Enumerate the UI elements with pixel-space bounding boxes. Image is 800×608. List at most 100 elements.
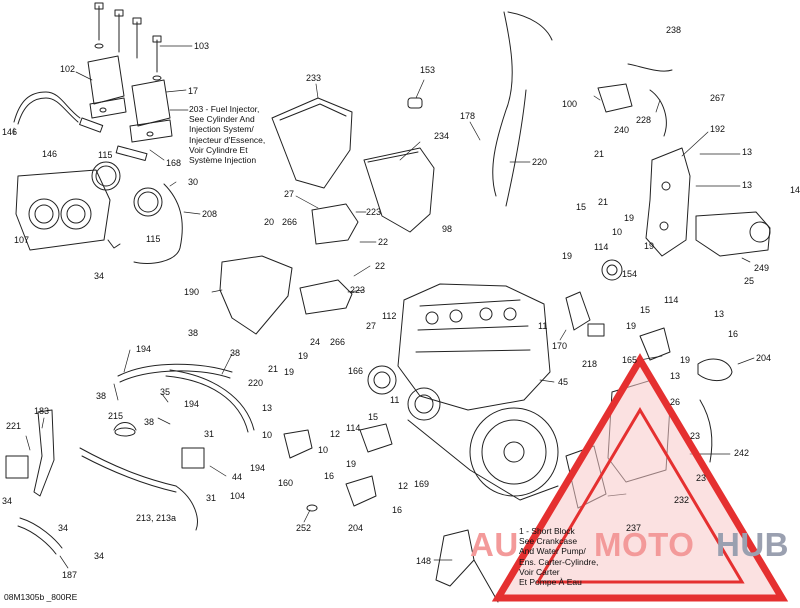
note-line: Voir Cylindre Et (189, 144, 248, 155)
callout-215: 215 (108, 411, 124, 421)
callout-10: 10 (612, 227, 623, 237)
callout-183: 183 (34, 406, 50, 416)
callout-19: 19 (284, 367, 295, 377)
note-line: Et Pompe À Eau (519, 577, 582, 588)
callout-19: 19 (644, 241, 655, 251)
callout-218: 218 (582, 359, 598, 369)
callout-232: 232 (674, 495, 690, 505)
callout-223: 223 (366, 207, 382, 217)
callout-103: 103 (194, 41, 210, 51)
callout-170: 170 (552, 341, 568, 351)
callout-233: 233 (306, 73, 322, 83)
callout-154: 154 (622, 269, 638, 279)
throttle-body (15, 161, 183, 264)
fuel-injector-note: 203 - Fuel Injector, See Cylinder And In… (189, 104, 265, 165)
callout-153: 153 (420, 65, 436, 75)
note-line: See Crankcase (519, 536, 578, 547)
callout-19: 19 (680, 355, 691, 365)
document-id: 08M1305b _800RE (4, 592, 78, 602)
callout-146: 146 (42, 149, 58, 159)
callout-13: 13 (670, 371, 681, 381)
ignition-coils (87, 55, 173, 143)
callout-21: 21 (594, 149, 605, 159)
injector-bolts (94, 2, 162, 81)
cable-178 (492, 11, 513, 197)
callout-228: 228 (636, 115, 652, 125)
note-line: Injecteur d'Essence, (189, 134, 266, 145)
callout-34: 34 (2, 496, 13, 506)
callout-204: 204 (756, 353, 772, 363)
callout-220: 220 (248, 378, 264, 388)
callout-114: 114 (346, 423, 361, 433)
callout-34: 34 (58, 523, 69, 533)
callout-165: 165 (622, 355, 638, 365)
injector-rail (219, 203, 359, 335)
callout-17: 17 (188, 86, 199, 96)
callout-22: 22 (375, 261, 386, 271)
watermark-triangle (491, 353, 789, 602)
callout-31: 31 (206, 493, 217, 503)
callout-11: 11 (390, 395, 400, 405)
callout-169: 169 (414, 479, 430, 489)
callout-45: 45 (558, 377, 569, 387)
callout-12: 12 (398, 481, 409, 491)
callout-27: 27 (284, 189, 295, 199)
callout-266: 266 (330, 337, 346, 347)
callout-100: 100 (562, 99, 578, 109)
callout-26: 26 (670, 397, 681, 407)
callout-24: 24 (310, 337, 321, 347)
callout-31: 31 (204, 429, 215, 439)
callout-194: 194 (136, 344, 152, 354)
callout-146: 146 (2, 127, 18, 137)
callout-115: 115 (98, 150, 113, 160)
callout-160: 160 (278, 478, 294, 488)
callout-266: 266 (282, 217, 298, 227)
callout-98: 98 (442, 224, 453, 234)
note-line: Injection System/ (189, 124, 254, 135)
note-line: See Cylinder And (189, 114, 255, 125)
callout-221: 221 (6, 421, 22, 431)
callout-10: 10 (318, 445, 329, 455)
callout-223: 223 (350, 285, 366, 295)
callout-114: 114 (594, 242, 609, 252)
callout-22: 22 (378, 237, 389, 247)
callout-192: 192 (710, 124, 726, 134)
callout-20: 20 (264, 217, 275, 227)
callout-13: 13 (262, 403, 273, 413)
callout-168: 168 (166, 158, 182, 168)
callout-19: 19 (562, 251, 573, 261)
callout-190: 190 (184, 287, 200, 297)
callout-114: 114 (664, 295, 679, 305)
callout-19: 19 (346, 459, 357, 469)
callout-115: 115 (146, 234, 161, 244)
engine-block (367, 283, 559, 501)
callout-238: 238 (666, 25, 682, 35)
callout-14: 14 (790, 185, 800, 195)
dipstick-148 (435, 529, 475, 587)
callout-178: 178 (460, 111, 476, 121)
callout-16: 16 (392, 505, 403, 515)
callout-38: 38 (96, 391, 107, 401)
callout-34: 34 (94, 551, 105, 561)
callout-194: 194 (184, 399, 200, 409)
callout-267: 267 (710, 93, 726, 103)
callout-38: 38 (144, 417, 155, 427)
callout-13: 13 (742, 180, 753, 190)
note-line: Voir Carter (519, 566, 560, 577)
callout-16: 16 (728, 329, 739, 339)
note-line: And Water Pump/ (519, 546, 586, 557)
callout-104: 104 (230, 491, 246, 501)
note-line: 1 - Short Block (519, 526, 575, 536)
callout-102: 102 (60, 64, 76, 74)
callout-112: 112 (382, 311, 397, 321)
callout-234: 234 (434, 131, 450, 141)
callout-25: 25 (744, 276, 755, 286)
callout-11: 11 (538, 321, 548, 331)
callout-15: 15 (368, 412, 379, 422)
callout-23: 23 (696, 473, 707, 483)
callout-38: 38 (188, 328, 199, 338)
starter-assembly (597, 63, 771, 281)
callout-10: 10 (262, 430, 273, 440)
